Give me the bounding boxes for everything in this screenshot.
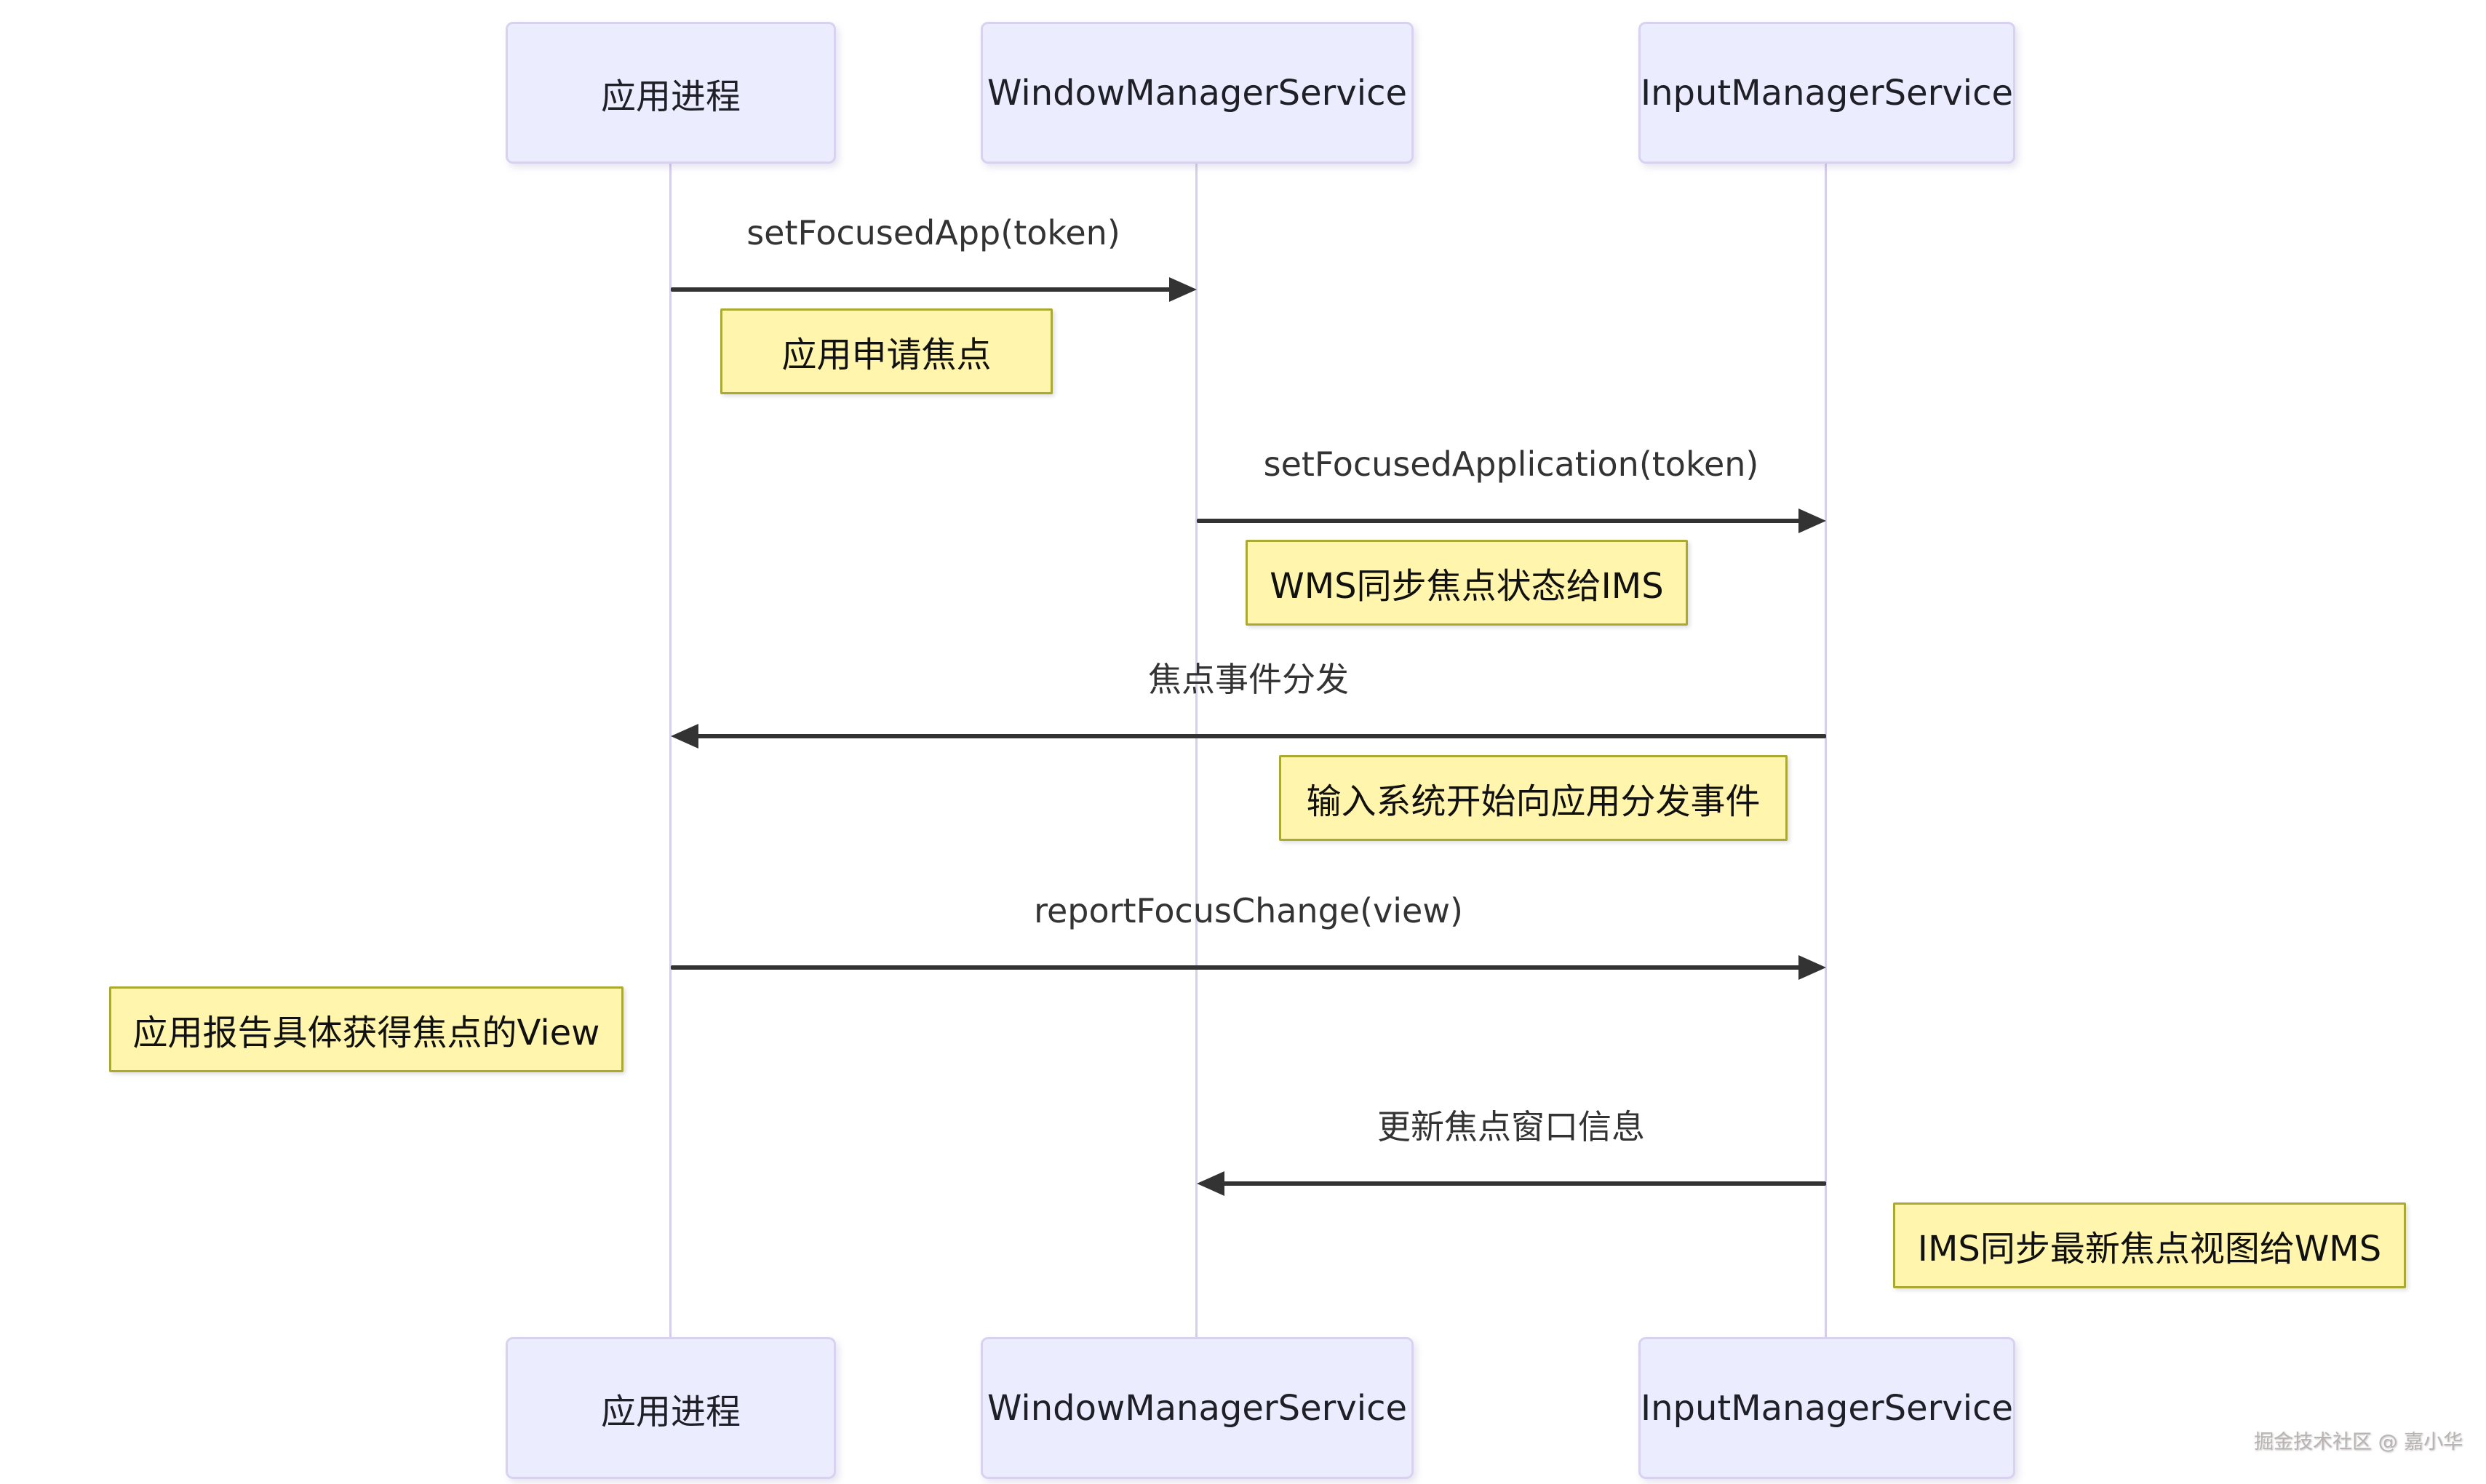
actor-ims-label: InputManagerService: [1640, 1387, 2014, 1429]
actor-ims-bottom: InputManagerService: [1638, 1337, 2015, 1479]
actor-app-label: 应用进程: [600, 76, 741, 117]
note-3: 输入系统开始向应用分发事件: [1279, 755, 1788, 841]
message-2-line: [1197, 519, 1804, 523]
note-4: 应用报告具体获得焦点的View: [109, 986, 624, 1072]
note-4-label: 应用报告具体获得焦点的View: [132, 1013, 600, 1053]
arrowhead-right-icon: [1169, 277, 1197, 302]
note-1: 应用申请焦点: [720, 308, 1053, 394]
note-2: WMS同步焦点状态给IMS: [1246, 540, 1688, 626]
actor-wms-top: WindowManagerService: [981, 22, 1414, 164]
message-4-line: [671, 965, 1804, 970]
watermark: 掘金技术社区 @ 嘉小华: [2254, 1431, 2463, 1453]
arrowhead-right-icon: [1798, 508, 1826, 533]
actor-app-top: 应用进程: [506, 22, 836, 164]
actor-app-label: 应用进程: [600, 1391, 741, 1432]
message-5-line: [1219, 1181, 1826, 1186]
note-2-label: WMS同步焦点状态给IMS: [1270, 566, 1664, 607]
message-1-line: [671, 287, 1175, 292]
lifeline-wms: [1195, 164, 1198, 1337]
message-5-label: 更新焦点窗口信息: [1377, 1107, 1645, 1146]
actor-wms-bottom: WindowManagerService: [981, 1337, 1414, 1479]
actor-ims-top: InputManagerService: [1638, 22, 2015, 164]
message-3-line: [693, 734, 1826, 738]
note-5: IMS同步最新焦点视图给WMS: [1893, 1202, 2406, 1288]
note-3-label: 输入系统开始向应用分发事件: [1306, 781, 1761, 822]
arrowhead-left-icon: [1197, 1171, 1224, 1196]
arrowhead-right-icon: [1798, 955, 1826, 980]
note-5-label: IMS同步最新焦点视图给WMS: [1917, 1229, 2382, 1269]
message-4-label: reportFocusChange(view): [1034, 891, 1463, 930]
actor-ims-label: InputManagerService: [1640, 72, 2014, 113]
lifeline-app: [669, 164, 672, 1337]
arrowhead-left-icon: [671, 724, 698, 749]
message-2-label: setFocusedApplication(token): [1263, 444, 1759, 484]
message-3-label: 焦点事件分发: [1148, 660, 1349, 699]
actor-app-bottom: 应用进程: [506, 1337, 836, 1479]
lifeline-ims: [1825, 164, 1827, 1337]
actor-wms-label: WindowManagerService: [987, 1387, 1408, 1429]
message-1-label: setFocusedApp(token): [746, 213, 1120, 252]
note-1-label: 应用申请焦点: [781, 335, 992, 375]
actor-wms-label: WindowManagerService: [987, 72, 1408, 113]
